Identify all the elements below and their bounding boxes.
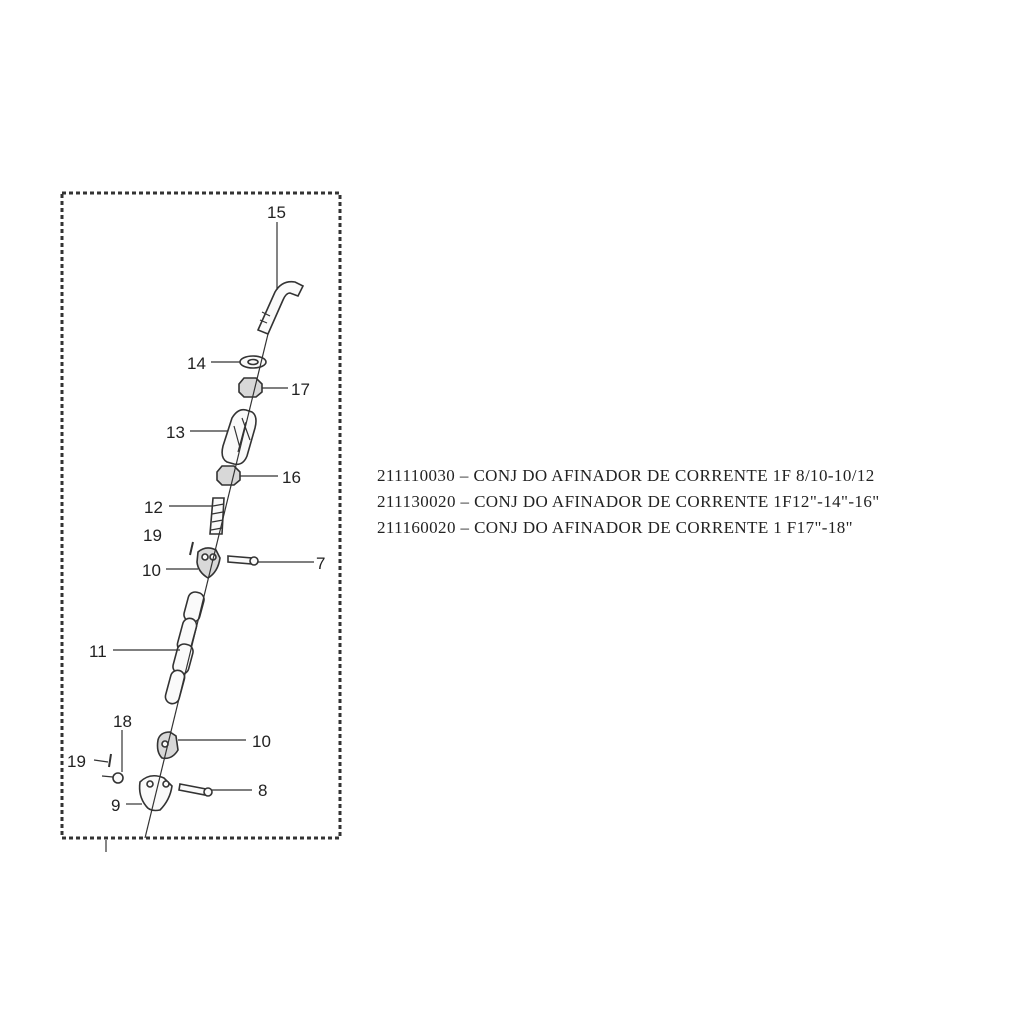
callout-15: 15 [267,203,286,222]
part-description: CONJ DO AFINADOR DE CORRENTE 1 F17"-18" [474,518,854,537]
callout-12: 12 [144,498,163,517]
part-17-nut [238,377,263,398]
callout-19-lower: 19 [67,752,86,771]
callout-8: 8 [258,781,267,800]
part-separator: – [459,466,469,485]
part-10-link-block-upper [196,547,221,579]
callout-16: 16 [282,468,301,487]
parts-list-item: 211130020 – CONJ DO AFINADOR DE CORRENTE… [377,489,880,515]
part-code: 211160020 [377,518,456,537]
part-18-washer [112,772,124,784]
part-13-tensioner-body [221,408,257,466]
part-separator: – [460,518,470,537]
parts-list: 211110030 – CONJ DO AFINADOR DE CORRENTE… [377,463,880,541]
parts-list-item: 211160020 – CONJ DO AFINADOR DE CORRENTE… [377,515,880,541]
callout-9: 9 [111,796,120,815]
part-separator: – [460,492,470,511]
callout-19-upper: 19 [143,526,162,545]
callout-7: 7 [316,554,325,573]
part-8-bolt [178,783,213,797]
part-11-chain [164,591,205,705]
part-code: 211130020 [377,492,456,511]
part-12-screw [209,497,225,535]
part-7-bolt [227,555,259,566]
callout-14: 14 [187,354,206,373]
callout-11: 11 [89,642,107,661]
part-16-nut [216,465,241,486]
part-19-pin-lower [108,753,112,768]
leader-lines [93,222,314,805]
callout-10-lower: 10 [252,732,271,751]
callout-13: 13 [166,423,185,442]
part-15-hook-rod [256,280,305,336]
part-description: CONJ DO AFINADOR DE CORRENTE 1F12"-14"-1… [474,492,880,511]
assembly-axis [144,333,269,839]
callout-17: 17 [291,380,310,399]
part-19-pin-upper [189,541,194,556]
part-description: CONJ DO AFINADOR DE CORRENTE 1F 8/10-10/… [473,466,875,485]
callout-10-upper: 10 [142,561,161,580]
callout-18: 18 [113,712,132,731]
part-code: 211110030 [377,466,456,485]
parts-list-item: 211110030 – CONJ DO AFINADOR DE CORRENTE… [377,463,880,489]
